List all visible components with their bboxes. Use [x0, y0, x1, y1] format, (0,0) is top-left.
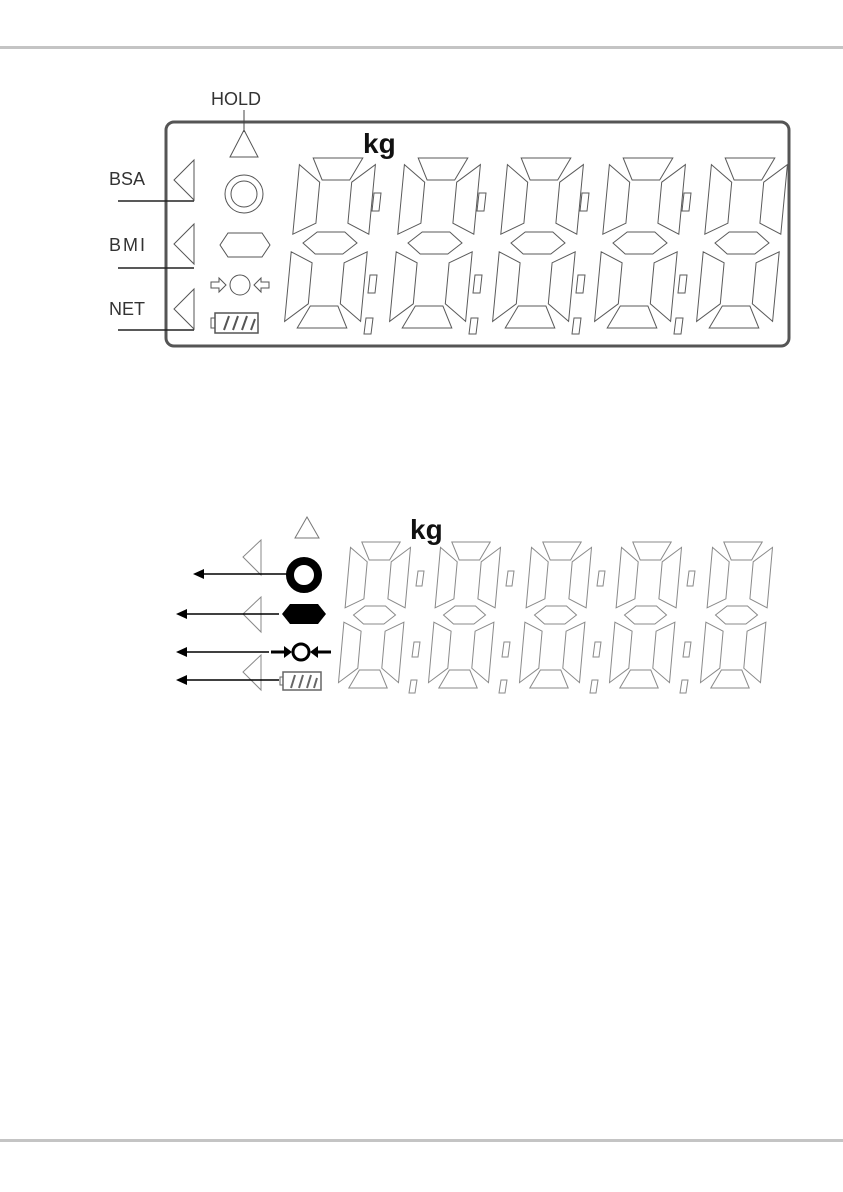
digit-4-segment-a	[633, 542, 671, 560]
digit-3-segment-g	[535, 606, 577, 624]
d2-digit-1-decimal-point	[409, 680, 417, 693]
zero-center-filled-icon	[271, 644, 331, 660]
hold-triangle-icon-2	[295, 517, 319, 538]
digit-3-segment-a	[543, 542, 581, 560]
arrow-battery	[176, 675, 279, 685]
digit-5-segment-f	[707, 547, 729, 607]
digit-1-segment-d	[349, 670, 387, 688]
filled-hexagon-icon	[282, 604, 326, 624]
indicator-triangle-icon-2c	[243, 655, 261, 690]
digit-4-segment-d	[620, 670, 658, 688]
digit-3-segment-c	[563, 622, 585, 682]
d2-digit-4-decimal-point	[680, 680, 688, 693]
d2-digit-2-decimal-point	[499, 680, 507, 693]
d2-digit-1-colon-upper	[416, 571, 424, 586]
digit-4-segment-f	[616, 547, 638, 607]
digit-2-segment-d	[439, 670, 477, 688]
battery-icon-2	[280, 672, 321, 690]
filled-ring-icon	[290, 561, 318, 589]
d2-digit-2-colon-upper	[506, 571, 514, 586]
digit-5-segment-d	[711, 670, 749, 688]
digit-5-segment-g	[716, 606, 758, 624]
digit-2-segment-g	[444, 606, 486, 624]
d2-digit-1-colon-lower	[412, 642, 420, 657]
digit-3-segment-d	[530, 670, 568, 688]
digit-group-2	[339, 542, 773, 693]
arrow-zero-center	[176, 647, 269, 657]
digit-5-segment-c	[744, 622, 766, 682]
d2-digit-4-colon-upper	[687, 571, 695, 586]
indicator-triangle-icon-2a	[243, 540, 261, 575]
d2-digit-3-decimal-point	[590, 680, 598, 693]
digit-4-segment-c	[653, 622, 675, 682]
digit-4-segment-g	[625, 606, 667, 624]
d2-digit-2-colon-lower	[502, 642, 510, 657]
digit-5-segment-a	[724, 542, 762, 560]
d2-digit-3-colon-lower	[593, 642, 601, 657]
d2-digit-4-colon-lower	[683, 642, 691, 657]
arrow-hexagon	[176, 609, 279, 619]
digit-2-segment-f	[435, 547, 457, 607]
digit-3-segment-f	[526, 547, 548, 607]
digit-1-segment-a	[362, 542, 400, 560]
d2-digit-3-colon-upper	[597, 571, 605, 586]
display-2-svg	[0, 0, 843, 760]
digit-1-segment-c	[382, 622, 404, 682]
digit-2-segment-c	[472, 622, 494, 682]
digit-1-segment-g	[354, 606, 396, 624]
arrow-ring	[193, 569, 287, 579]
digit-2-segment-a	[452, 542, 490, 560]
digit-1-segment-f	[345, 547, 367, 607]
footer-rule	[0, 1139, 843, 1142]
